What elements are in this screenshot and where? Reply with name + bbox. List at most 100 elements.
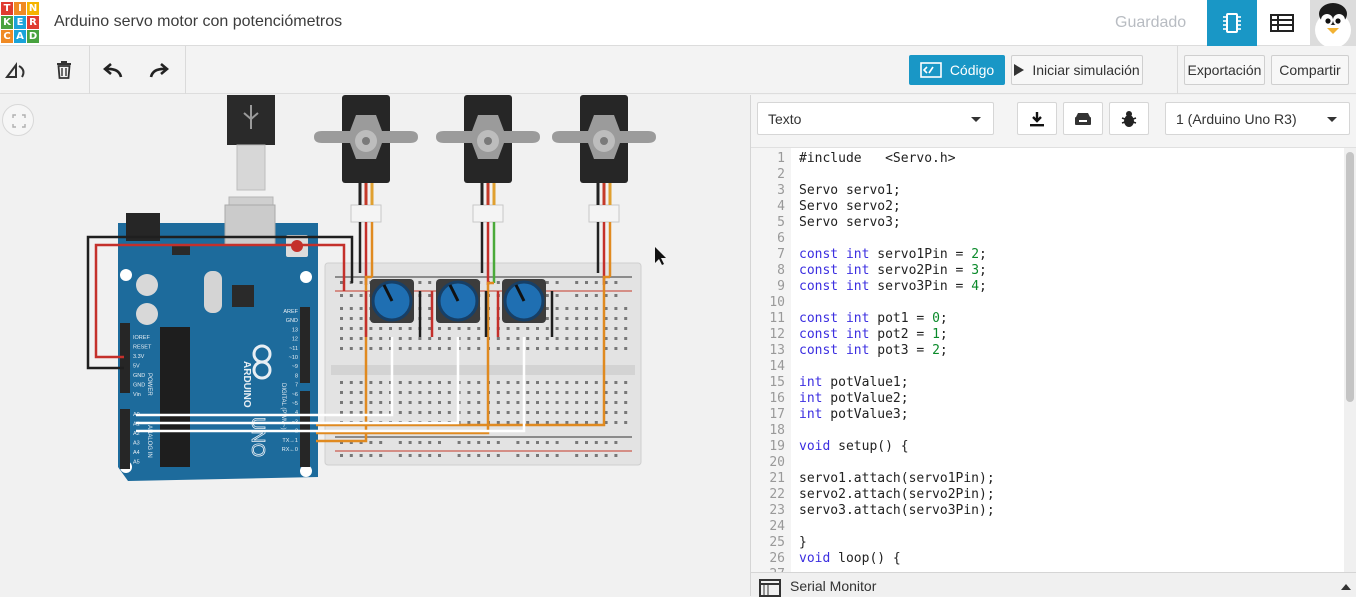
logo-letter: C xyxy=(1,30,13,43)
redo-icon xyxy=(149,63,169,78)
line-number: 11 xyxy=(769,311,785,326)
line-number: 18 xyxy=(769,423,785,438)
share-button[interactable]: Compartir xyxy=(1271,55,1349,85)
delete-button[interactable] xyxy=(46,46,82,94)
code-button[interactable]: Código xyxy=(909,55,1005,85)
pin-label: ~5 xyxy=(292,401,298,407)
line-number: 22 xyxy=(769,487,785,502)
code-text: Servo servo1; xyxy=(799,183,901,198)
undo-icon xyxy=(103,63,123,78)
code-mode-select[interactable]: Texto xyxy=(757,102,994,135)
design-title[interactable]: Arduino servo motor con potenciómetros xyxy=(54,13,343,30)
pin-label: A1 xyxy=(133,422,140,428)
code-line[interactable]: 12 const int pot2 = 1; xyxy=(751,327,1351,343)
rotate-button[interactable] xyxy=(0,46,32,94)
pin-label: 5V xyxy=(133,364,140,370)
chevron-up-icon[interactable] xyxy=(1341,584,1351,590)
line-number: 27 xyxy=(751,567,785,572)
line-number: 9 xyxy=(777,279,785,294)
line-number: 15 xyxy=(769,375,785,390)
arduino-uno-board[interactable]: ARDUINO UNO POWER ANALOG IN DIGITAL (PWM… xyxy=(118,204,318,481)
editor-scrollbar[interactable] xyxy=(1344,148,1356,572)
undo-button[interactable] xyxy=(95,46,131,94)
potentiometer-1[interactable] xyxy=(370,279,414,323)
servo-motor-1[interactable] xyxy=(314,95,418,223)
pin-label: ~9 xyxy=(292,364,298,370)
component-list-button[interactable] xyxy=(1257,0,1307,46)
logo-letter: D xyxy=(27,30,39,43)
pin-label: 7 xyxy=(295,383,298,389)
servo-motor-3[interactable] xyxy=(552,95,656,223)
user-avatar[interactable] xyxy=(1310,0,1356,46)
serial-monitor-bar[interactable]: Serial Monitor xyxy=(751,572,1356,597)
code-line[interactable]: 2 xyxy=(751,167,1351,183)
code-line[interactable]: 14 xyxy=(751,359,1351,375)
line-number: 20 xyxy=(769,455,785,470)
code-line[interactable]: 6 xyxy=(751,231,1351,247)
servo-motor-2[interactable] xyxy=(436,95,540,223)
circuit-diagram[interactable]: ARDUINO UNO POWER ANALOG IN DIGITAL (PWM… xyxy=(0,95,750,596)
code-text: const int pot3 = 2; xyxy=(799,343,948,358)
code-line[interactable]: 18 xyxy=(751,423,1351,439)
chevron-down-icon xyxy=(971,117,981,122)
circuit-view-button[interactable] xyxy=(1207,0,1257,46)
potentiometer-3[interactable] xyxy=(502,279,546,323)
line-number: 17 xyxy=(769,407,785,422)
line-number: 16 xyxy=(769,391,785,406)
code-text: int potValue3; xyxy=(799,407,909,422)
potentiometer-2[interactable] xyxy=(436,279,480,323)
pin-label: GND xyxy=(133,373,145,379)
download-icon xyxy=(1030,111,1044,126)
code-line[interactable]: 25} xyxy=(751,535,1351,551)
line-number: 12 xyxy=(769,327,785,342)
circuit-canvas[interactable]: ARDUINO UNO POWER ANALOG IN DIGITAL (PWM… xyxy=(0,95,750,596)
code-text: int potValue2; xyxy=(799,391,909,406)
pin-label: 12 xyxy=(292,337,298,343)
code-line[interactable]: 24 xyxy=(751,519,1351,535)
wires[interactable] xyxy=(86,222,612,443)
fit-view-icon xyxy=(12,114,26,128)
start-simulation-button[interactable]: Iniciar simulación xyxy=(1011,55,1143,85)
edit-toolbar: Código Iniciar simulación Exportación Co… xyxy=(0,46,1356,94)
line-number: 4 xyxy=(777,199,785,214)
line-number: 2 xyxy=(777,167,785,182)
fit-view-button[interactable] xyxy=(2,104,34,136)
code-line[interactable]: 1#include <Servo.h> xyxy=(751,151,1351,167)
libraries-button[interactable] xyxy=(1063,102,1103,135)
editor-scrollbar-thumb[interactable] xyxy=(1346,152,1354,402)
logo-letter: K xyxy=(1,16,13,29)
code-text: const int pot2 = 1; xyxy=(799,327,948,342)
line-number: 10 xyxy=(769,295,785,310)
device-select[interactable]: 1 (Arduino Uno R3) xyxy=(1165,102,1350,135)
line-number: 14 xyxy=(769,359,785,374)
export-button[interactable]: Exportación xyxy=(1184,55,1265,85)
code-line[interactable]: 16 int potValue2; xyxy=(751,391,1351,407)
line-number: 26 xyxy=(769,551,785,566)
code-line[interactable]: 20 xyxy=(751,455,1351,471)
code-line[interactable]: 17 int potValue3; xyxy=(751,407,1351,423)
download-code-button[interactable] xyxy=(1017,102,1057,135)
play-icon xyxy=(1014,64,1025,76)
code-line[interactable]: 27 xyxy=(751,567,1351,572)
power-header-label: POWER xyxy=(146,373,152,396)
code-line[interactable]: 10 xyxy=(751,295,1351,311)
debugger-button[interactable] xyxy=(1109,102,1149,135)
redo-button[interactable] xyxy=(141,46,177,94)
